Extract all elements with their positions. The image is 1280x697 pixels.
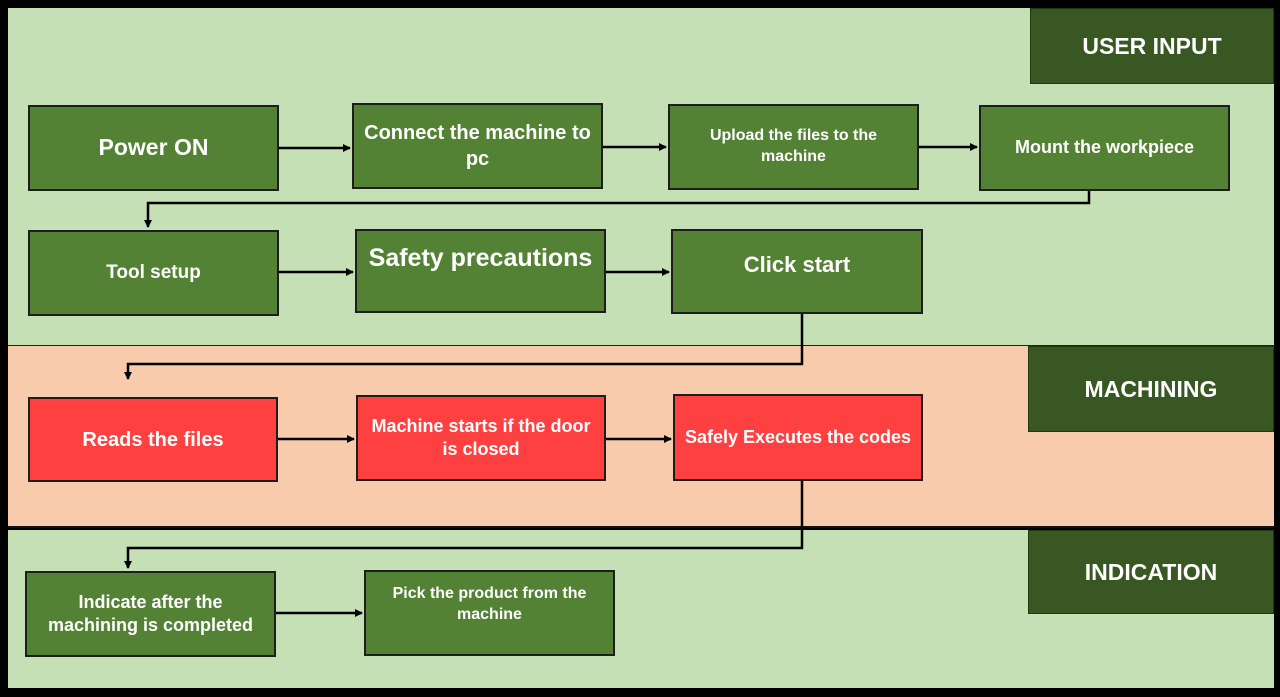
step-tool-setup: Tool setup (28, 230, 279, 316)
step-reads-files: Reads the files (28, 397, 278, 482)
section-label-indication: INDICATION (1028, 530, 1274, 614)
step-safety-precautions: Safety precautions (355, 229, 606, 313)
step-mount-workpiece: Mount the workpiece (979, 105, 1230, 191)
step-executes-codes: Safely Executes the codes (673, 394, 923, 481)
step-connect-machine: Connect the machine to pc (352, 103, 603, 189)
step-power-on: Power ON (28, 105, 279, 191)
step-click-start: Click start (671, 229, 923, 314)
section-label-machining: MACHINING (1028, 346, 1274, 432)
step-machine-starts: Machine starts if the door is closed (356, 395, 606, 481)
step-indicate-completion: Indicate after the machining is complete… (25, 571, 276, 657)
step-upload-files: Upload the files to the machine (668, 104, 919, 190)
step-pick-product: Pick the product from the machine (364, 570, 615, 656)
section-label-user-input: USER INPUT (1030, 8, 1274, 84)
